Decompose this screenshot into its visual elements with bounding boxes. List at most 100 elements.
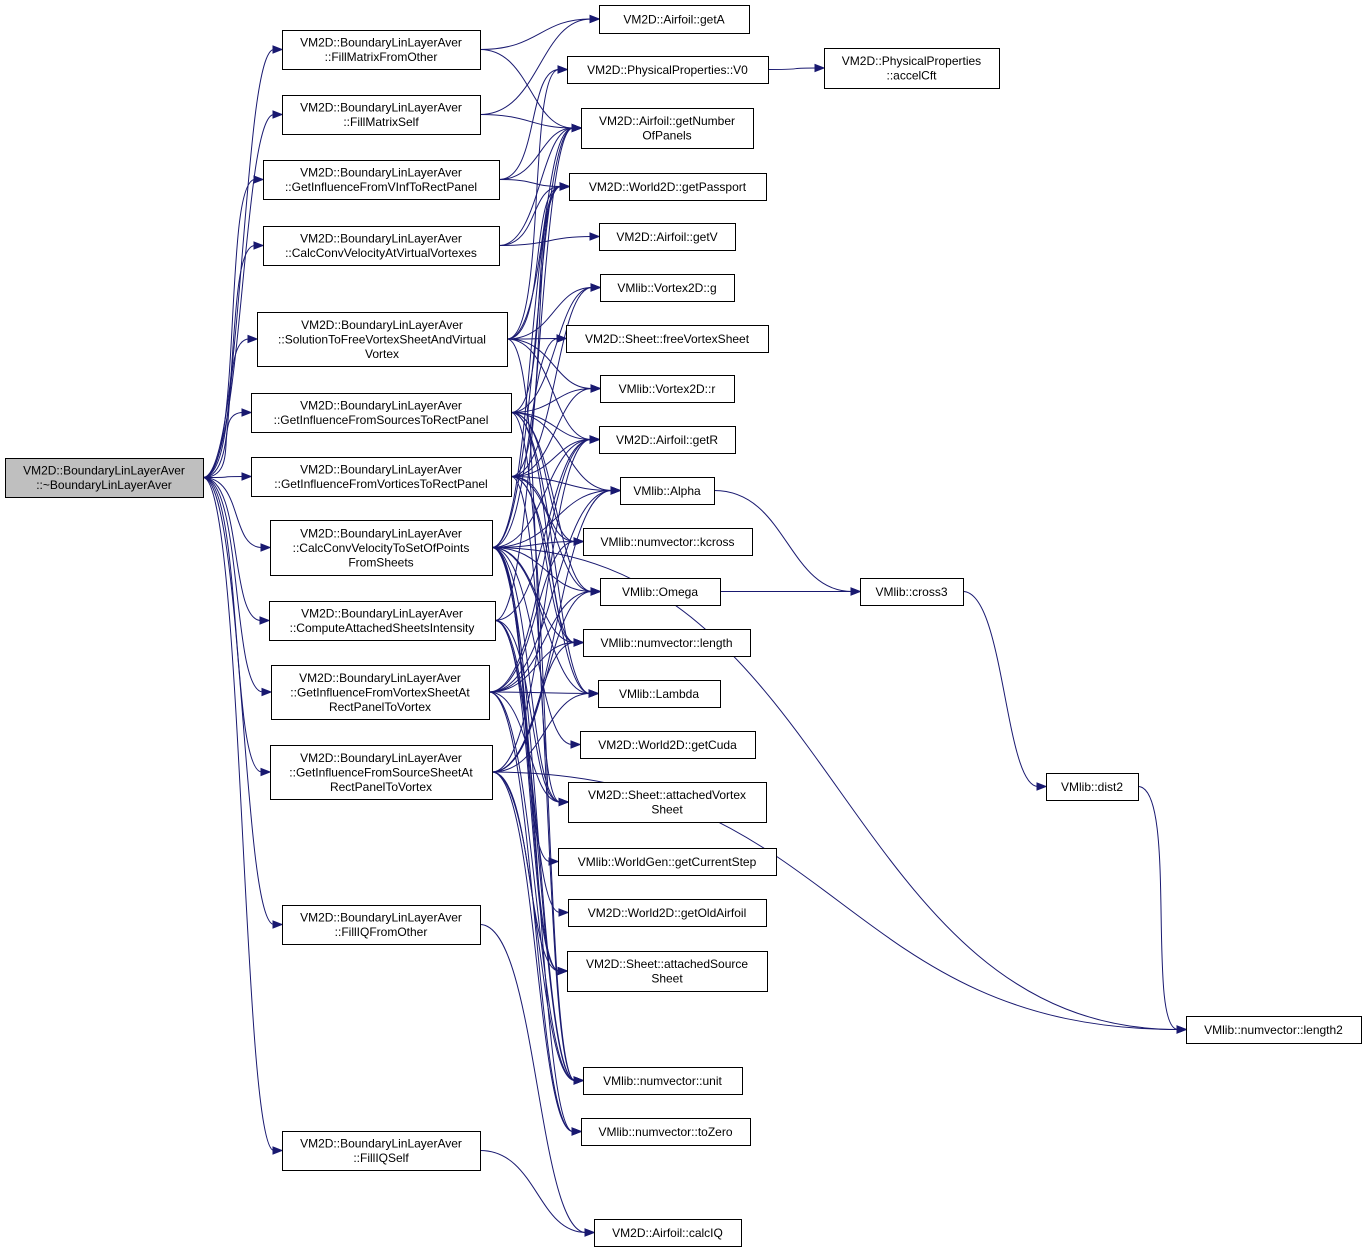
node-vortexR[interactable]: VMlib::Vortex2D::r [600,375,735,403]
node-box [270,520,493,576]
node-box [270,745,493,800]
node-label-line: VM2D::BoundaryLinLayerAver [23,464,185,478]
arrowhead-computeAttached-to-getOldAirfoil [558,908,570,917]
node-getOldAirfoil[interactable]: VM2D::World2D::getOldAirfoil [568,899,767,927]
node-getInfluenceFromVortices[interactable]: VM2D::BoundaryLinLayerAver::GetInfluence… [251,457,512,497]
node-label-line: ::accelCft [886,69,937,83]
node-label-line: VM2D::PhysicalProperties::V0 [587,63,748,77]
node-box [580,731,756,759]
node-kcross[interactable]: VMlib::numvector::kcross [583,528,753,556]
node-fillMatrixSelf[interactable]: VM2D::BoundaryLinLayerAver::FillMatrixSe… [282,95,481,135]
node-box [263,226,500,266]
edge-getInfluenceSourceSheet-to-length [491,642,576,773]
arrowhead-getInfluenceSourceSheet-to-length [573,638,585,647]
node-length2[interactable]: VMlib::numvector::length2 [1186,1016,1362,1044]
node-label-line: RectPanelToVortex [330,780,432,794]
node-accelCft[interactable]: VM2D::PhysicalProperties::accelCft [824,48,1000,89]
node-dist2[interactable]: VMlib::dist2 [1046,773,1139,801]
arrowhead-root-to-computeAttached [259,616,271,625]
edge-getInfluenceFromSources-to-length [510,412,576,643]
node-label-line: VM2D::BoundaryLinLayerAver [300,166,462,180]
node-label-line: VM2D::Airfoil::calcIQ [612,1226,723,1240]
edge-fillMatrixSelf-to-getNumberOfPanels [479,114,574,129]
node-label-line: VM2D::PhysicalProperties [842,54,981,68]
edge-root-to-getInfluenceFromSources [202,412,244,478]
node-box [282,30,481,70]
node-getInfluenceFromVInf[interactable]: VM2D::BoundaryLinLayerAver::GetInfluence… [263,160,500,200]
edge-getInfluenceVortexSheet-to-getR [488,439,592,693]
node-fillMatrixFromOther[interactable]: VM2D::BoundaryLinLayerAver::FillMatrixFr… [282,30,481,70]
edge-calcConvSetOfPoints-to-getR [491,439,592,548]
node-label-line: VM2D::BoundaryLinLayerAver [300,911,462,925]
node-label-line: ::~BoundaryLinLayerAver [36,478,172,492]
node-box [282,905,481,945]
edge-getInfluenceSourceSheet-to-lambda [491,693,591,773]
node-box [599,223,736,251]
node-root[interactable]: VM2D::BoundaryLinLayerAver::~BoundaryLin… [5,458,204,498]
node-box [269,601,496,641]
node-label-line: ::CalcConvVelocityToSetOfPoints [293,541,470,555]
node-freeVortexSheet[interactable]: VM2D::Sheet::freeVortexSheet [566,325,769,353]
node-label-line: VM2D::BoundaryLinLayerAver [300,751,462,765]
node-box [583,1067,743,1095]
node-fillIQFromOther[interactable]: VM2D::BoundaryLinLayerAver::FillIQFromOt… [282,905,481,945]
node-fillIQSelf[interactable]: VM2D::BoundaryLinLayerAver::FillIQSelf [282,1131,481,1171]
node-label-line: VMlib::Vortex2D::r [619,382,716,396]
edge-root-to-computeAttached [202,477,262,621]
node-vortexG[interactable]: VMlib::Vortex2D::g [600,274,735,302]
node-calcConvVirtual[interactable]: VM2D::BoundaryLinLayerAver::CalcConvVelo… [263,226,500,266]
edge-calcConvSetOfPoints-to-freeVortexSheet [491,338,559,548]
node-solutionToFree[interactable]: VM2D::BoundaryLinLayerAver::SolutionToFr… [257,312,508,367]
node-label-line: VM2D::World2D::getCuda [598,738,737,752]
arrowhead-root-to-fillMatrixSelf [272,110,284,119]
node-getInfluenceVortexSheet[interactable]: VM2D::BoundaryLinLayerAver::GetInfluence… [271,665,490,720]
arrowhead-getInfluenceSourceSheet-to-omega [590,587,602,596]
edge-solutionToFree-to-getR [506,338,592,440]
node-getInfluenceFromSources[interactable]: VM2D::BoundaryLinLayerAver::GetInfluence… [251,393,512,433]
edge-calcConvSetOfPoints-to-attachedVortexSheet [491,547,561,803]
node-omega[interactable]: VMlib::Omega [600,578,721,606]
node-getV[interactable]: VM2D::Airfoil::getV [599,223,736,251]
node-label-line: ::CalcConvVelocityAtVirtualVortexes [285,246,477,260]
arrowhead-getInfluenceSourceSheet-to-unit [573,1076,585,1085]
edge-getInfluenceVortexSheet-to-kcross [488,541,576,693]
node-box [600,578,721,606]
edge-solutionToFree-to-getNumberOfPanels [506,127,574,340]
node-calcIQ[interactable]: VM2D::Airfoil::calcIQ [594,1219,742,1247]
edge-getInfluenceFromSources-to-getR [510,412,592,440]
node-computeAttached[interactable]: VM2D::BoundaryLinLayerAver::ComputeAttac… [269,601,496,641]
node-toZero[interactable]: VMlib::numvector::toZero [581,1118,751,1146]
node-label-line: VMlib::Omega [622,585,698,599]
node-box [251,457,512,497]
node-length[interactable]: VMlib::numvector::length [583,629,751,657]
node-unit[interactable]: VMlib::numvector::unit [583,1067,743,1095]
edge-computeAttached-to-getR [494,439,592,621]
node-getR[interactable]: VM2D::Airfoil::getR [599,426,736,454]
node-box [581,108,754,149]
node-calcConvSetOfPoints[interactable]: VM2D::BoundaryLinLayerAver::CalcConvVelo… [270,520,493,576]
arrowhead-omega-to-cross3 [850,587,862,596]
node-cross3[interactable]: VMlib::cross3 [860,578,964,606]
node-getA[interactable]: VM2D::Airfoil::getA [599,5,750,34]
edge-calcConvVirtual-to-getNumberOfPanels [498,127,574,246]
node-box [567,56,769,84]
node-V0[interactable]: VM2D::PhysicalProperties::V0 [567,56,769,84]
node-getInfluenceSourceSheet[interactable]: VM2D::BoundaryLinLayerAver::GetInfluence… [270,745,493,800]
node-label-line: VM2D::World2D::getOldAirfoil [588,906,747,920]
arrowhead-solutionToFree-to-V0 [557,65,569,74]
arrowhead-calcConvSetOfPoints-to-getCurrentStep [548,857,560,866]
node-label-line: VMlib::Alpha [633,484,701,498]
node-box [599,5,750,34]
edge-getInfluenceFromVInf-to-getPassport [498,179,562,187]
node-getCurrentStep[interactable]: VMlib::WorldGen::getCurrentStep [558,848,777,876]
edge-solutionToFree-to-attachedVortexSheet [506,338,561,803]
edge-getInfluenceSourceSheet-to-getR [491,439,592,773]
node-alpha[interactable]: VMlib::Alpha [620,477,715,505]
edge-calcConvSetOfPoints-to-toZero [491,547,574,1132]
node-lambda[interactable]: VMlib::Lambda [598,680,721,708]
node-getPassport[interactable]: VM2D::World2D::getPassport [569,173,767,201]
node-getCuda[interactable]: VM2D::World2D::getCuda [580,731,756,759]
